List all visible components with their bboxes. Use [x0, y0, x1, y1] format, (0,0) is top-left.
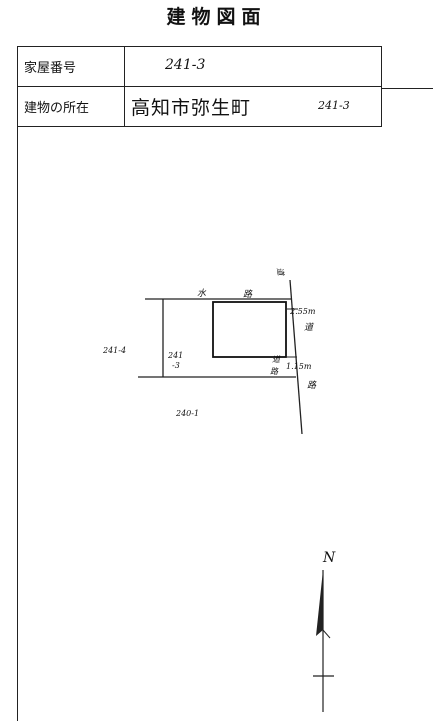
page-title: 建物図面	[166, 6, 267, 28]
kaoku-bango-cell: 241-3	[124, 46, 382, 87]
lot-west-label: 241-4	[102, 346, 126, 355]
label-road-bottom: 道	[272, 355, 281, 364]
label-road-bottom2: 路	[270, 367, 279, 376]
shozai-value: 高知市弥生町	[131, 97, 252, 119]
lot-self-label-b: -3	[172, 361, 180, 370]
north-arrow-icon	[313, 570, 334, 712]
lot-south-label: 240-1	[175, 409, 199, 418]
label-road-right: 路	[307, 380, 317, 391]
shozai-label: 建物の所在	[17, 86, 125, 127]
shozai-cell: 高知市弥生町 241-3	[124, 86, 382, 127]
north-label: N	[322, 550, 336, 566]
label-road-side-top: 道	[275, 267, 285, 277]
kaoku-bango-value: 241-3	[165, 57, 206, 73]
row-kaoku-bango: 家屋番号 241-3	[17, 46, 382, 87]
kaoku-bango-label: 家屋番号	[17, 46, 125, 87]
frame-left-border	[17, 46, 18, 721]
label-water: 水	[197, 288, 207, 299]
label-road-top: 路	[243, 289, 253, 300]
lot-self-label-a: 241	[167, 351, 183, 360]
building-outline	[212, 301, 287, 358]
dim-top: 2.55m	[289, 307, 316, 316]
shozai-number: 241-3	[318, 99, 350, 112]
frame-right-extension	[381, 88, 433, 89]
dim-bottom: 1.15m	[286, 362, 312, 371]
row-shozai: 建物の所在 高知市弥生町 241-3	[17, 86, 382, 127]
label-road-side: 道	[304, 322, 315, 333]
info-table: 家屋番号 241-3 建物の所在 高知市弥生町 241-3	[17, 46, 382, 127]
